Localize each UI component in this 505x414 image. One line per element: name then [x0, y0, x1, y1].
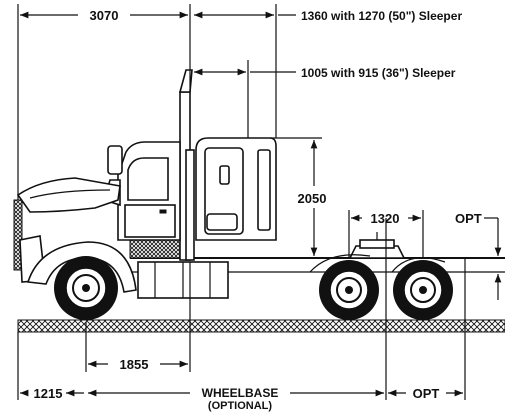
- fifth-wheel: [348, 232, 406, 259]
- fuel-tank: [129, 239, 229, 299]
- sleeper-box: [195, 137, 277, 241]
- ground-hatch: [17, 319, 505, 333]
- dim-1215-label: 1215: [34, 386, 63, 401]
- dim-1005: 1005 with 915 (36") Sleeper: [194, 60, 456, 138]
- dim-1320: 1320: [348, 210, 424, 258]
- dim-1215: 1215: [17, 332, 84, 401]
- dim-1855-label: 1855: [120, 357, 149, 372]
- dim-3070: 3070: [17, 4, 191, 200]
- dim-1855: 1855: [85, 262, 191, 372]
- dim-3070-label: 3070: [90, 8, 119, 23]
- dim-1360: 1360 with 1270 (50") Sleeper: [194, 4, 462, 138]
- dim-2050-label: 2050: [298, 191, 327, 206]
- dim-2050: 2050: [270, 137, 327, 256]
- dim-1005-label: 1005 with 915 (36") Sleeper: [301, 66, 456, 80]
- cab: [103, 141, 181, 241]
- dim-opt-overhang-label: OPT: [413, 386, 440, 401]
- dim-1360-label: 1360 with 1270 (50") Sleeper: [301, 9, 462, 23]
- dim-wheelbase-label: WHEELBASE: [202, 386, 279, 400]
- dim-opt-height: OPT: [455, 211, 502, 300]
- front-wheel: [54, 256, 118, 320]
- dim-opt-height-label: OPT: [455, 211, 482, 226]
- dim-1320-label: 1320: [371, 211, 400, 226]
- exhaust-stack: [178, 69, 195, 261]
- dim-wheelbase-sublabel: (OPTIONAL): [208, 400, 272, 412]
- rear-wheels: [309, 254, 453, 320]
- dim-opt-overhang: OPT: [388, 272, 466, 401]
- dim-wheelbase: WHEELBASE (OPTIONAL): [88, 218, 387, 412]
- hood-tilted: [13, 177, 121, 283]
